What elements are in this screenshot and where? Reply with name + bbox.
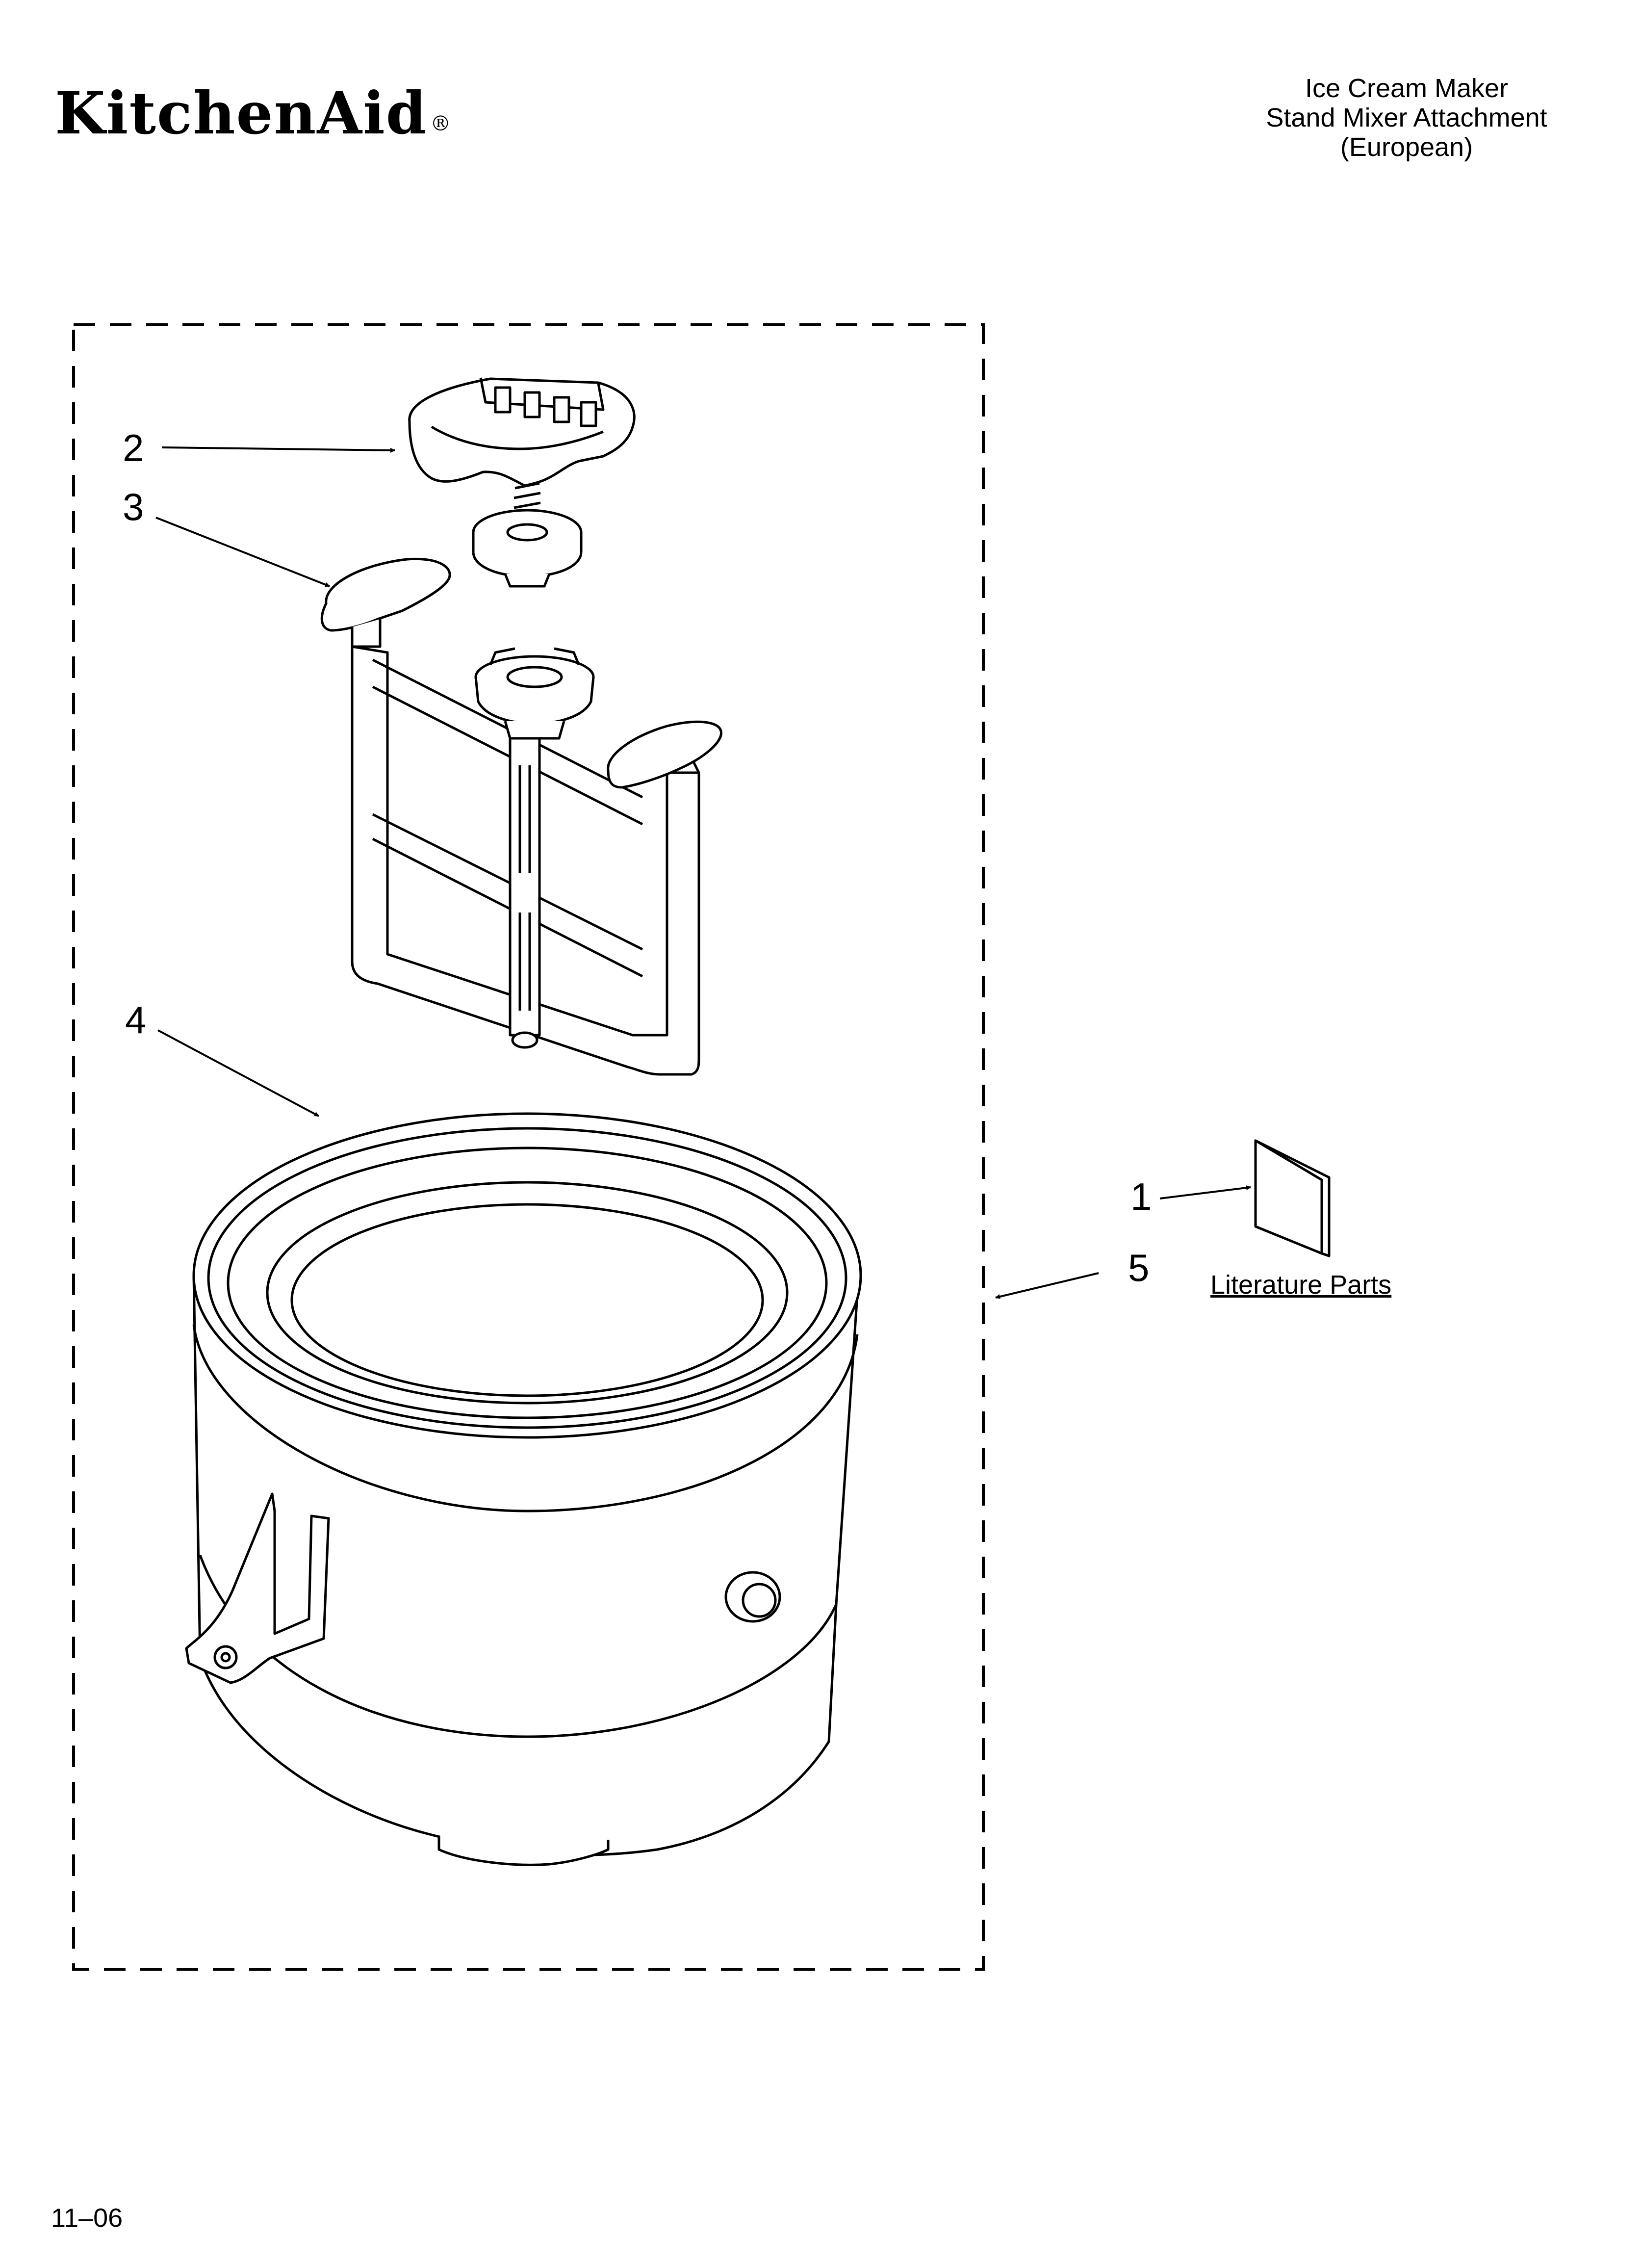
callout-2: 2 — [123, 426, 144, 469]
registered-mark: ® — [430, 111, 452, 135]
callout-1: 1 — [1130, 1175, 1152, 1218]
callout-5: 5 — [1128, 1246, 1150, 1289]
callout-3: 3 — [123, 485, 144, 528]
brand-logo: KitchenAid® — [55, 84, 452, 142]
dasher-part — [320, 557, 722, 1076]
literature-parts-label: Literature Parts — [1210, 1270, 1392, 1300]
brand-name: KitchenAid — [55, 79, 428, 147]
title-line-3: (European) — [1340, 132, 1473, 162]
title-line-2: Stand Mixer Attachment — [1266, 103, 1547, 132]
callout-4: 4 — [125, 998, 147, 1042]
title-line-1: Ice Cream Maker — [1305, 74, 1509, 103]
literature-booklet-part — [1254, 1139, 1331, 1257]
leader-line-2 — [161, 446, 395, 453]
leader-line-1 — [1159, 1185, 1251, 1199]
leader-line-4 — [157, 1029, 319, 1117]
footer-code: 11–06 — [51, 2203, 123, 2233]
leader-line-5 — [995, 1272, 1099, 1299]
assembly-boundary — [72, 323, 985, 1971]
drive-assembly-part — [408, 377, 636, 588]
leader-line-3 — [155, 517, 330, 587]
document-title: Ice Cream Maker Stand Mixer Attachment (… — [1235, 74, 1578, 162]
freeze-bowl-part — [185, 1112, 862, 1866]
